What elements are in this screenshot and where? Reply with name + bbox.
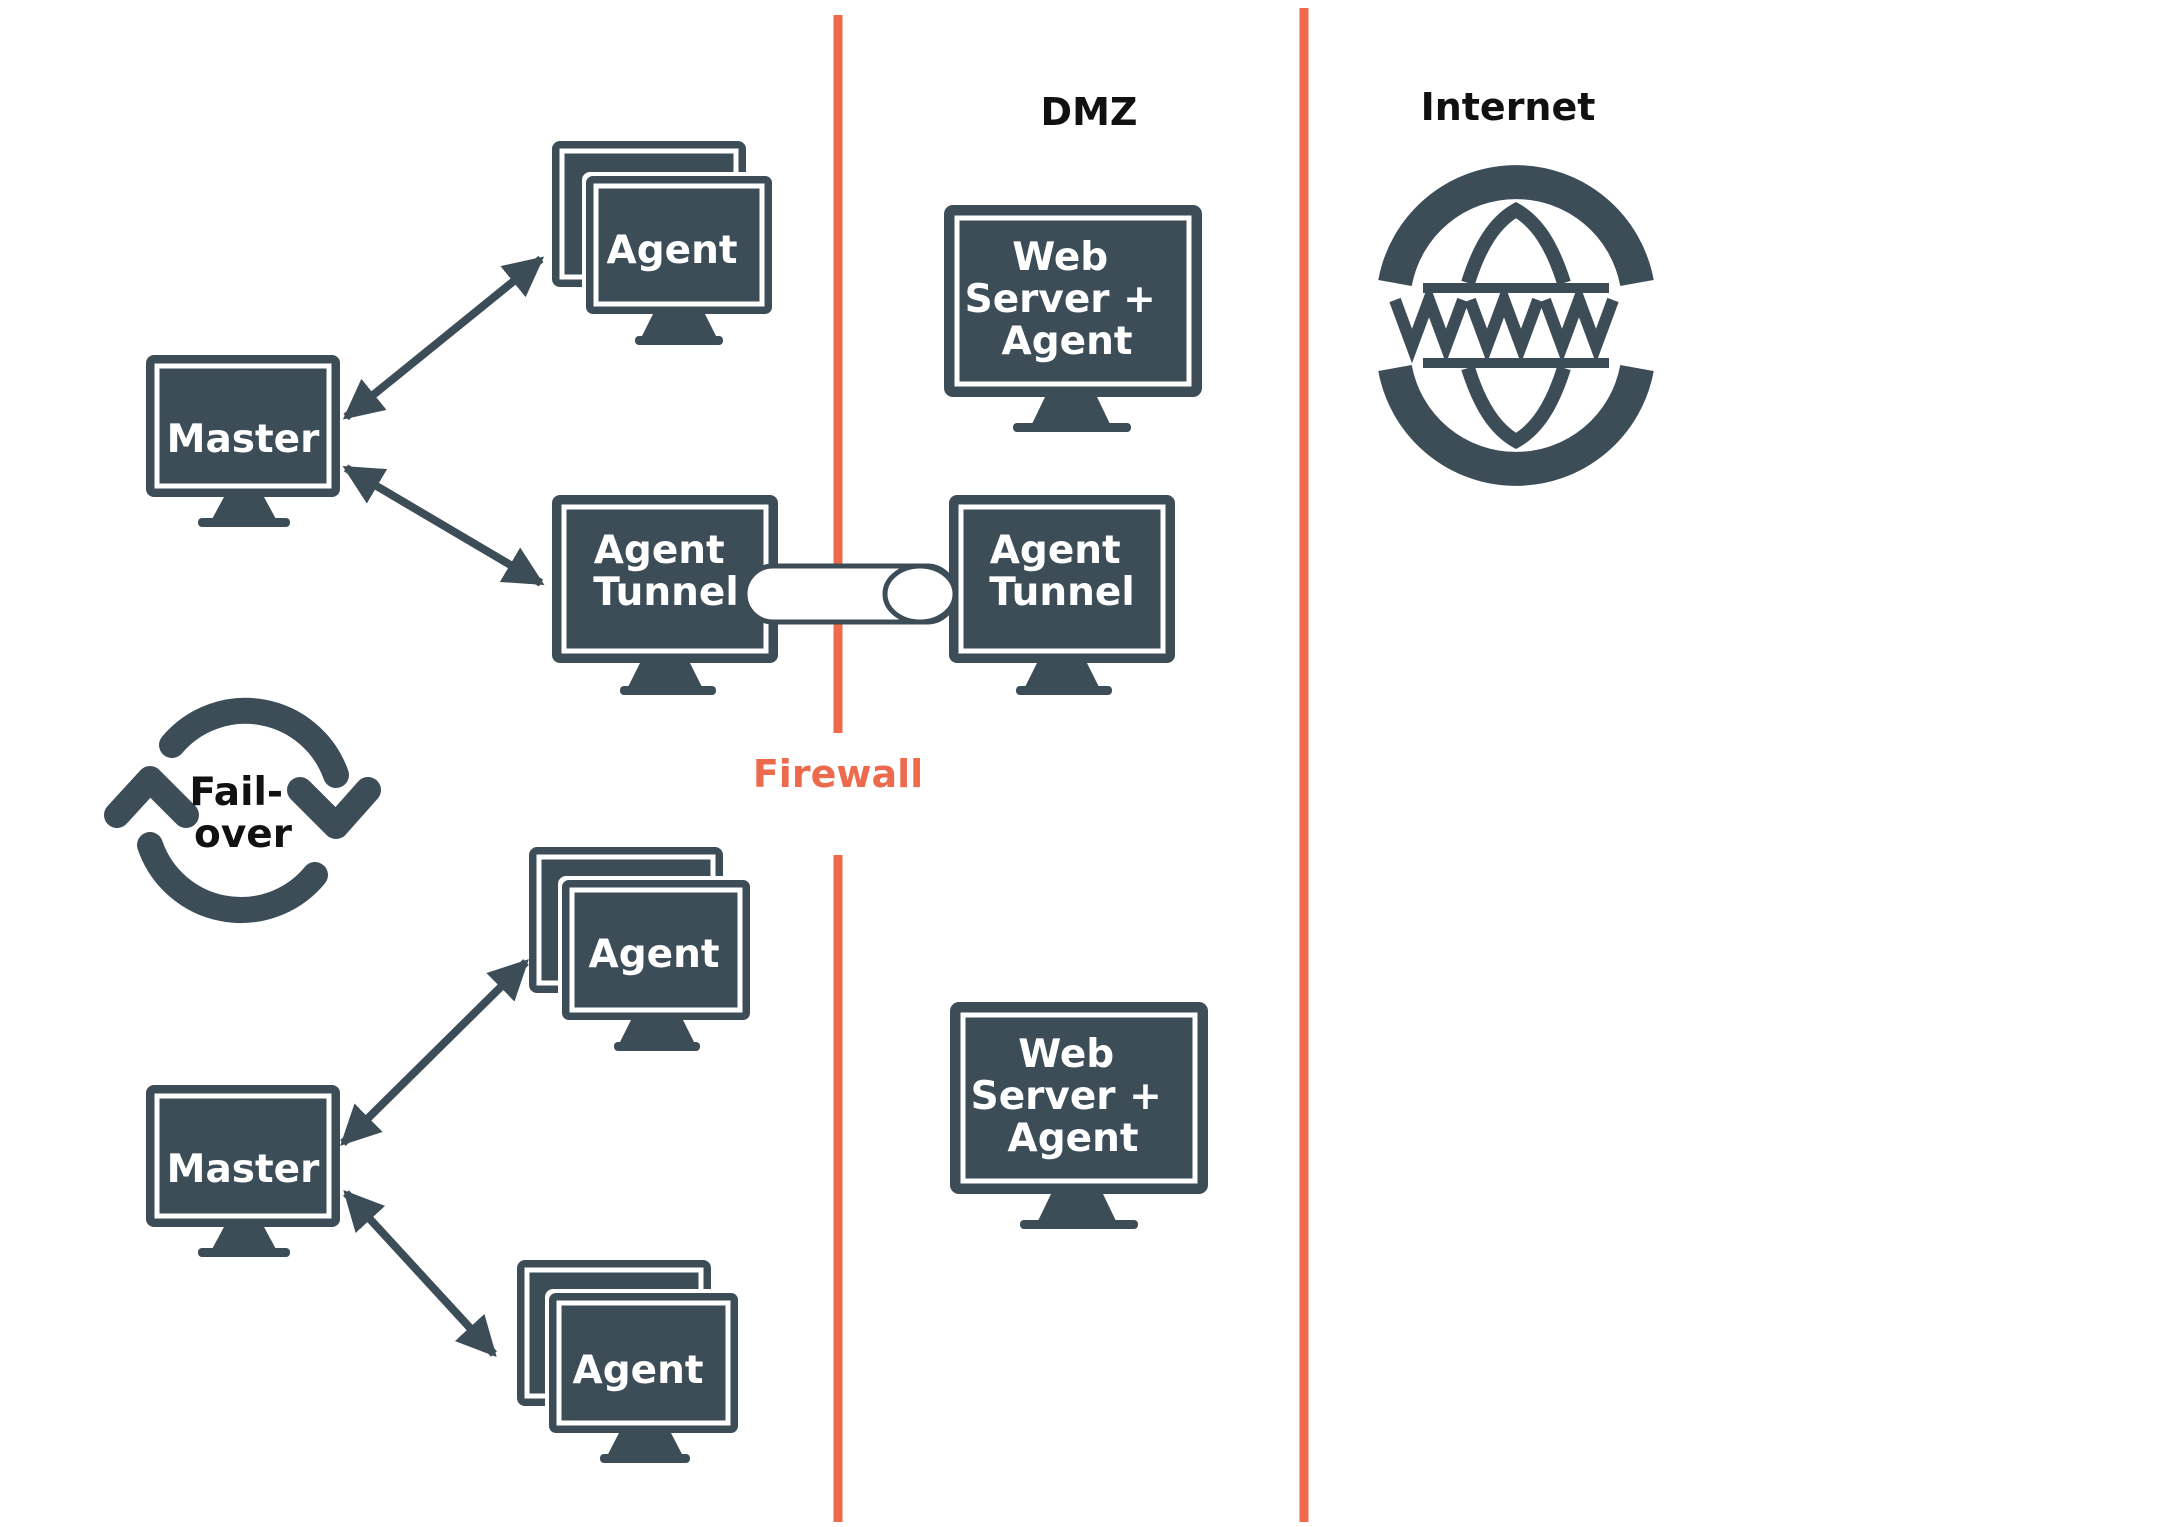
web-server-top-label: Web Server + Agent (965, 235, 1170, 364)
agent-top-label: Agent (607, 228, 738, 273)
web-server-bottom-label: Web Server + Agent (971, 1032, 1176, 1161)
agent-tunnel-dmz-label: Agent Tunnel (989, 528, 1134, 615)
master-bottom-monitor: Master (146, 1085, 340, 1257)
master-top-monitor: Master (146, 355, 340, 527)
agent-bottom-1-monitor-stack: Agent (529, 847, 754, 1051)
www-globe-icon (1378, 165, 1654, 486)
web-server-bottom-monitor: Web Server + Agent (950, 1002, 1208, 1229)
tunnel-pipe-icon (742, 563, 958, 625)
firewall-label: Firewall (753, 752, 923, 796)
master-top-label: Master (167, 417, 320, 462)
master-bottom-label: Master (167, 1147, 320, 1192)
arrow-master-bottom-agent-2 (343, 1190, 497, 1357)
arrow-master-top-agent (342, 255, 545, 421)
internet-label: Internet (1421, 85, 1596, 129)
web-server-top-monitor: Web Server + Agent (944, 205, 1202, 432)
agent-tunnel-internal-monitor: Agent Tunnel (552, 495, 778, 695)
arrow-master-bottom-agent-1 (340, 959, 529, 1146)
agent-bottom-2-monitor-stack: Agent (517, 1260, 742, 1463)
agent-bottom-1-label: Agent (589, 932, 720, 977)
agent-top-monitor-stack: Agent (552, 141, 776, 345)
failover-label: Fail- over (189, 770, 296, 857)
agent-bottom-2-label: Agent (573, 1348, 704, 1393)
failover-cycle-icon: Fail- over (104, 697, 381, 923)
agent-tunnel-internal-label: Agent Tunnel (593, 528, 738, 615)
agent-tunnel-dmz-monitor: Agent Tunnel (949, 495, 1175, 695)
arrow-master-top-tunnel (342, 464, 545, 587)
dmz-label: DMZ (1041, 90, 1138, 134)
arrows (340, 255, 545, 1357)
